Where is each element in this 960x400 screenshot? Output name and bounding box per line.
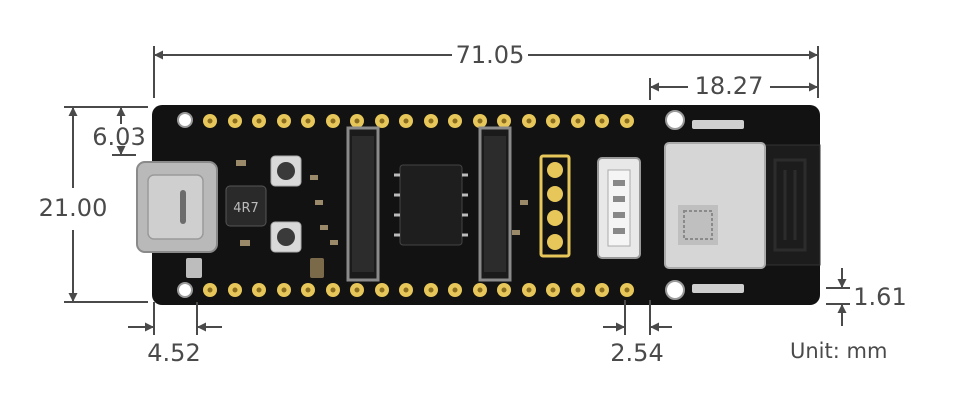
edge-to-pin-label: 4.52: [147, 339, 201, 367]
camera-connector: [478, 126, 512, 282]
svg-text:4R7: 4R7: [233, 201, 259, 216]
reset-button: [270, 155, 302, 187]
usb-c-connector: [136, 161, 218, 253]
inductor: 4R7: [225, 185, 267, 227]
board-width-label: 21.00: [38, 194, 108, 222]
module-pads: [692, 120, 744, 293]
pin-pitch-label: 2.54: [610, 339, 664, 367]
led: [310, 258, 324, 278]
usb-header: [597, 157, 641, 259]
wifi-module: [664, 142, 766, 269]
unit-label: Unit: mm: [790, 339, 888, 363]
display-connector: [346, 126, 380, 282]
bottom-pin-row: [203, 283, 634, 297]
mic-chip: [186, 258, 202, 278]
boot-button: [270, 221, 302, 253]
dimension-lines: [64, 46, 850, 335]
uart-header: [539, 154, 571, 258]
top-pin-row: [203, 114, 634, 128]
mounting-holes: [177, 110, 685, 300]
hole-offset-label: 1.61: [853, 283, 907, 311]
antenna-section-label: 18.27: [694, 72, 764, 100]
antenna-area: [759, 144, 821, 266]
flash-chip: [394, 164, 468, 246]
usb-offset-label: 6.03: [92, 123, 146, 151]
overall-length-label: 71.05: [455, 41, 525, 69]
